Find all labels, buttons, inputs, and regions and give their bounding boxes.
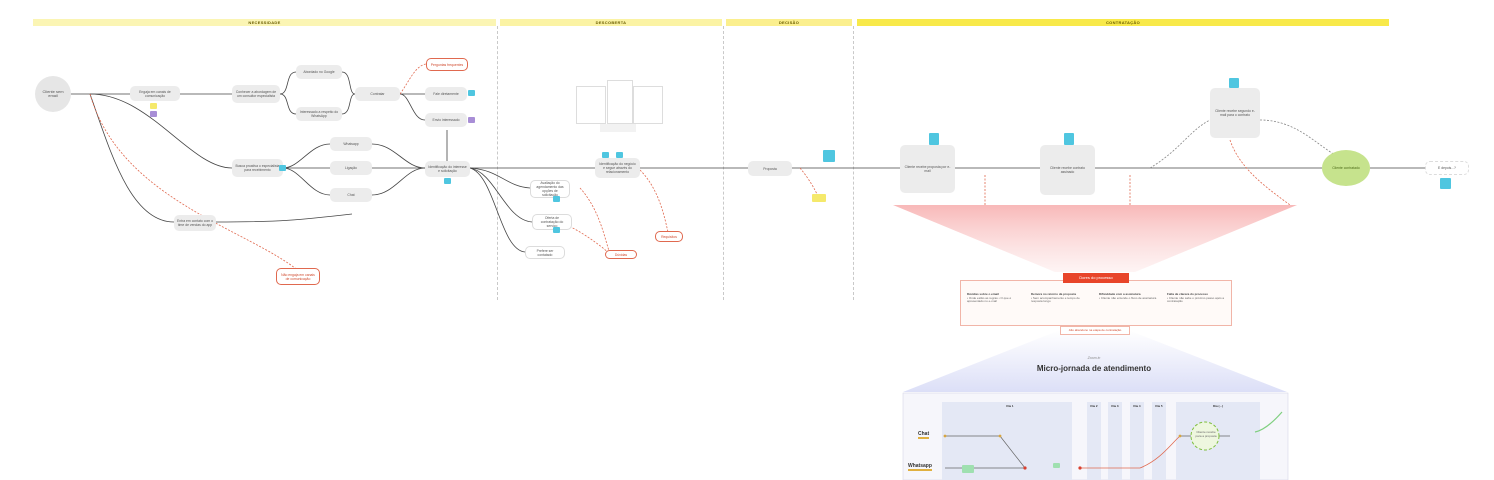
node-cliente-contrato: Cliente recebe contrato assinado <box>1040 145 1095 195</box>
day-label: Dia 3 <box>1111 404 1119 408</box>
sticky-note-icon <box>929 133 939 145</box>
sticky-note-icon <box>602 152 609 158</box>
pain-points-title: Dores do processo <box>1063 273 1129 283</box>
node-proposta: Proposta <box>748 161 792 176</box>
sticky-note-icon <box>553 227 560 233</box>
node-cliente-recebe-proposta: Cliente recebe proposta por e-mail <box>900 145 955 193</box>
phase-divider <box>853 26 854 300</box>
sticky-note-icon <box>962 465 974 473</box>
pain-column: Demora no retorno da proposta • Sem acom… <box>1031 292 1080 304</box>
node-interessado: Interessado a respeito do WhatsApp <box>296 107 342 121</box>
node-avaliacao-agendamento: Avaliação do agendamento das opções de s… <box>530 180 570 198</box>
micro-kicker: Zoom in <box>1087 356 1101 360</box>
node-prefere-contatado: Prefere ser contatado <box>525 246 565 259</box>
micro-title: Micro-jornada de atendimento <box>1036 364 1152 373</box>
sticky-note-icon <box>1064 133 1074 145</box>
sticky-note-icon <box>444 178 451 184</box>
sticky-note-icon <box>150 111 157 117</box>
phase-header-decisao: DECISÃO <box>726 19 852 26</box>
phase-header-descoberta: DESCOBERTA <box>500 19 722 26</box>
node-conhecer-abordagem: Conhecer a abordagem de um consultor esp… <box>232 85 280 103</box>
note-nao-engaja: Não engaja em canais de comunicação <box>276 268 320 285</box>
micro-goal-label: Cliente recebe para a proposta <box>1195 430 1217 438</box>
pain-footer-note: Alto abandono na etapa de contratação <box>1060 326 1130 335</box>
node-envio-interessado: Envio interessado <box>425 113 467 127</box>
pain-points-panel: Dores do processo Dúvidas sobre o email … <box>960 273 1232 326</box>
node-integra-negocio: Identificação do negócio e segue através… <box>595 158 640 178</box>
node-ligacao: Ligação <box>330 161 372 175</box>
sticky-note-icon <box>279 165 286 171</box>
day-label: Dia 2 <box>1090 404 1098 408</box>
sticky-note-icon <box>616 152 623 158</box>
node-whatsapp: Whatsapp <box>330 137 372 151</box>
pain-column: Dúvidas sobre o email • Onde estão as re… <box>967 292 1012 304</box>
day-label: Dia 4 <box>1133 404 1141 408</box>
document-thumbnail <box>600 124 636 132</box>
day-label: Dia 1 <box>1006 404 1014 408</box>
node-cliente-segundo-email: Cliente recebe segundo e-mail para o con… <box>1210 88 1260 138</box>
node-engaja-canais: Engaja em canais de comunicação <box>130 86 180 101</box>
node-e-depois: E depois...? <box>1425 161 1469 175</box>
sticky-note-icon <box>468 117 475 123</box>
phase-header-contratacao: CONTRATAÇÃO <box>857 19 1389 26</box>
node-fale-diretamente: Fale diretamente <box>425 87 467 101</box>
sticky-note-icon <box>1440 178 1451 189</box>
document-thumbnail <box>633 86 663 124</box>
node-abordado: Abordado no Google <box>296 65 342 79</box>
sticky-note-icon <box>150 103 157 109</box>
end-node: Cliente contratado <box>1322 150 1370 186</box>
note-perguntas-frequentes: Perguntas frequentes <box>426 58 468 71</box>
phase-divider <box>723 26 724 300</box>
node-identificacao: Identificação do interesse e solicitação <box>425 161 470 177</box>
day-label: Dia 5 <box>1155 404 1163 408</box>
document-thumbnail <box>576 86 606 124</box>
node-contratar: Contratar <box>355 87 400 101</box>
sticky-note-icon <box>1229 78 1239 88</box>
day-label: Dia (...) <box>1212 404 1223 408</box>
phase-divider <box>497 26 498 300</box>
pain-column: Falta de clareza do processo • Cliente n… <box>1167 292 1225 304</box>
sticky-note-icon <box>823 150 835 162</box>
note-requisitos: Requisitos <box>655 231 683 242</box>
pain-column: Dificuldade com a assinatura • Cliente n… <box>1099 292 1157 300</box>
sticky-note-icon <box>812 194 826 202</box>
sticky-note-icon <box>553 196 560 202</box>
node-oferta-contratacao: Oferta de contratação do serviço <box>532 214 572 230</box>
note-duvidas: Dúvidas <box>605 250 637 259</box>
sticky-note-icon <box>1053 463 1060 468</box>
node-entra-contato: Entra em contato com o time de vendas do… <box>174 215 216 231</box>
node-busca-especialista: Busca proativa o especialista para receb… <box>232 159 283 177</box>
start-node: Cliente sem email <box>35 76 71 112</box>
channel-label-chat: Chat <box>918 431 930 439</box>
sticky-note-icon <box>468 90 475 96</box>
node-chat: Chat <box>330 188 372 202</box>
channel-label-whatsapp: Whatsapp <box>908 463 932 471</box>
document-thumbnail <box>607 80 633 124</box>
phase-header-necessidade: NECESSIDADE <box>33 19 496 26</box>
